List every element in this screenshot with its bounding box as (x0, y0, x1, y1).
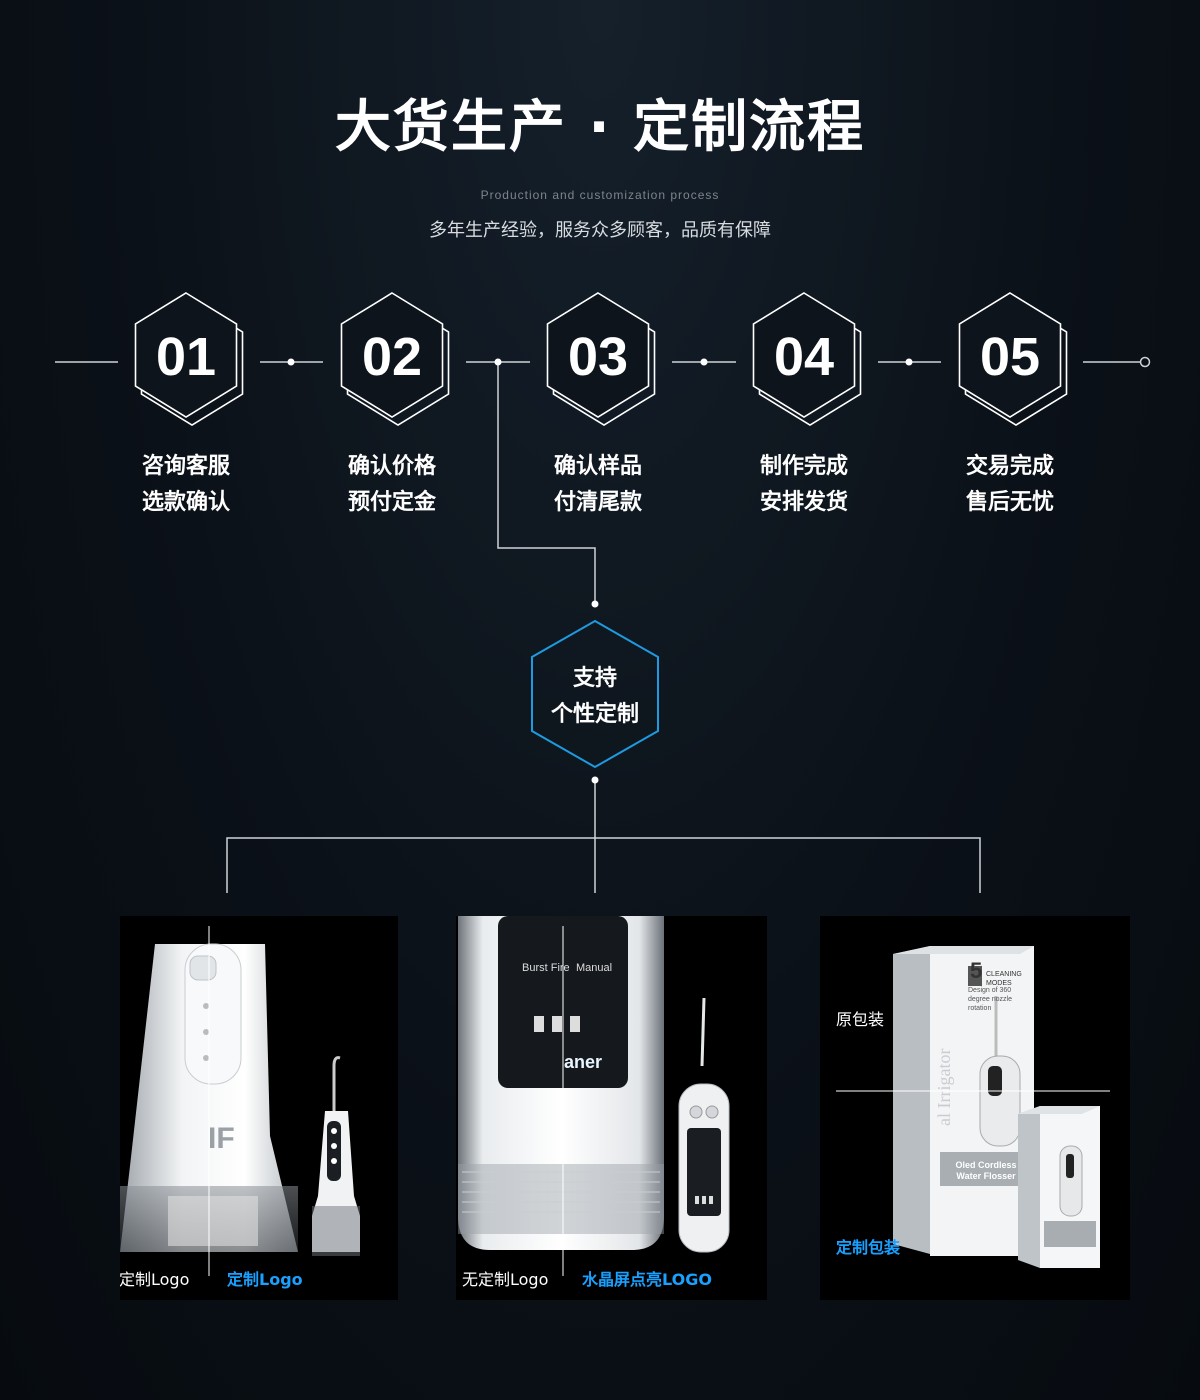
step-number-3: 03 (567, 327, 629, 387)
page-title: 大货生产 · 定制流程 (334, 95, 866, 160)
step-label-5-line2: 售后无忧 (965, 490, 1054, 515)
box-product-title: Oled Cordless Water Flosser (955, 1160, 1017, 1181)
water-flosser-closeup (458, 916, 730, 1276)
step-number-2: 02 (361, 327, 423, 387)
step-label-3-line1: 确认样品 (553, 454, 642, 479)
step-number-4: 04 (773, 327, 835, 387)
step-label-4-line1: 制作完成 (759, 454, 848, 479)
center-label-line1: 支持 (572, 666, 617, 691)
svg-text:al Irrigator: al Irrigator (934, 1049, 954, 1126)
caption-crystal-screen-logo: 水晶屏点亮LOGO (582, 1270, 712, 1289)
packaging-boxes: al Irrigator (836, 946, 1110, 1268)
caption-custom-logo: 定制Logo (227, 1270, 303, 1289)
brand-logo-text: aner (564, 1052, 603, 1072)
step-hexagon-2 (340, 292, 444, 418)
step-label-1-line1: 咨询客服 (141, 454, 230, 479)
center-label-line2: 个性定制 (550, 702, 639, 727)
caption-no-custom-logo-2: 无定制Logo (462, 1270, 549, 1289)
step-hexagon-1 (134, 292, 238, 418)
mode-manual: Manual (576, 962, 613, 974)
step-label-4-line2: 安排发货 (759, 490, 848, 515)
step-hexagon-5 (958, 292, 1062, 418)
panel-packaging: al Irrigator 5 CLEANING MODES Design of … (820, 916, 1130, 1300)
step-label-1-line2: 选款确认 (141, 490, 230, 515)
step-label-2-line1: 确认价格 (347, 454, 436, 479)
water-flosser-illustration (120, 926, 360, 1276)
caption-no-custom-logo-1: 无定制Logo (120, 1270, 190, 1289)
step-label-2-line2: 预付定金 (347, 490, 436, 515)
subtitle-chinese: 多年生产经验，服务众多顾客，品质有保障 (429, 220, 771, 241)
device-logo-text: IF (208, 1122, 235, 1155)
step-number-5: 05 (979, 327, 1041, 387)
subtitle-english: Production and customization process (480, 188, 720, 202)
panel-crystal-screen: Burst Fire Manual aner 无定制Logo 水晶屏点亮LOGO (456, 916, 767, 1300)
step-label-5-line1: 交易完成 (965, 454, 1054, 479)
step-hexagon-3 (546, 292, 650, 418)
caption-custom-packaging: 定制包装 (836, 1238, 901, 1257)
box-modes-number: 5 (970, 958, 983, 983)
caption-original-packaging: 原包装 (836, 1010, 885, 1029)
mode-burst-fire: Burst Fire (522, 962, 570, 974)
panel-logo-custom: IF 无定制Logo 定制Logo (120, 916, 398, 1300)
center-hexagon (531, 619, 659, 769)
step-label-3-line2: 付清尾款 (553, 490, 642, 515)
step-number-1: 01 (155, 327, 217, 387)
step-hexagon-4 (752, 292, 856, 418)
box-modes-text: CLEANING MODES (986, 971, 1022, 987)
box-design-text: Design of 360 degree nozzle rotation (968, 987, 1012, 1012)
